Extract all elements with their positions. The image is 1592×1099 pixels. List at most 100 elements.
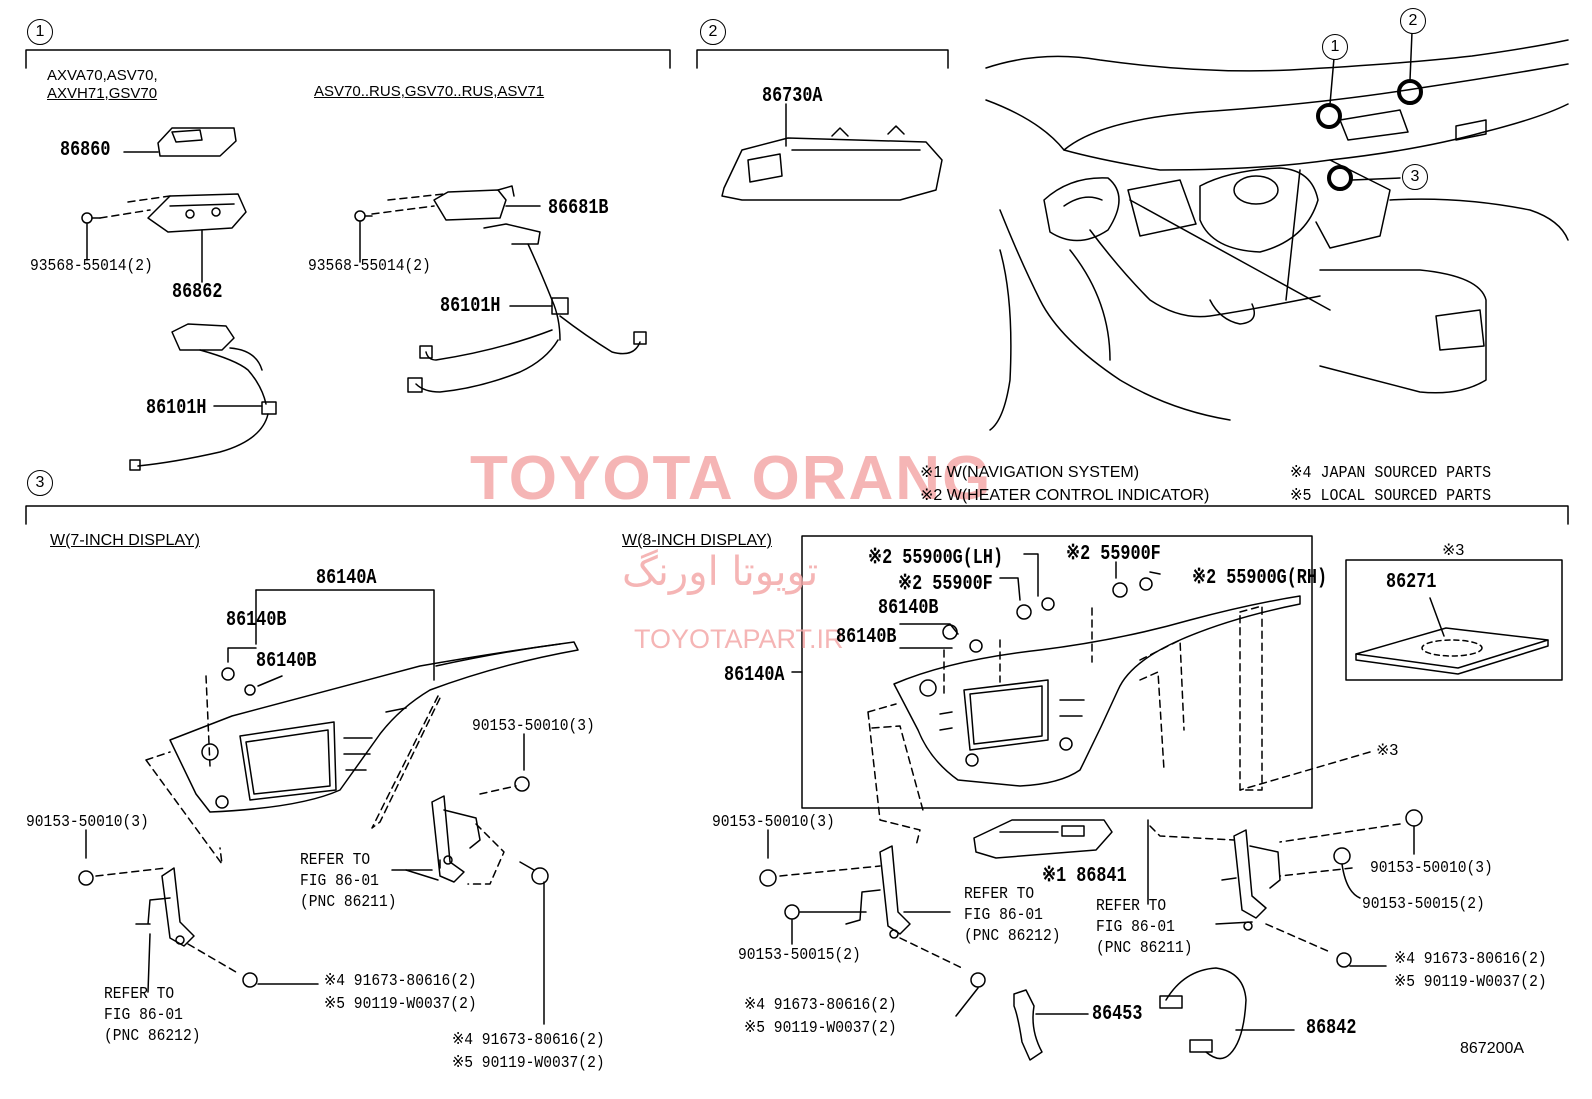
refer-fig-86212-7inch[interactable]: REFER TO FIG 86-01 (PNC 86212)	[104, 985, 201, 1046]
part-86860[interactable]: 86860	[60, 139, 111, 162]
clip-8c	[1016, 604, 1032, 620]
manual-86271-drawing-simplified	[1355, 597, 1549, 675]
part-90153-50010-7inch-left[interactable]: 90153-50010(3)	[26, 813, 149, 832]
part-86862[interactable]: 86862	[172, 281, 223, 304]
note-marker-3-mid: ※3	[1376, 742, 1399, 759]
section-marker-2: 2	[700, 19, 726, 45]
bolt-7inch-left-drawing-simplified	[78, 829, 94, 886]
part-86101h-left[interactable]: 86101H	[146, 397, 207, 420]
watermark-persian: تویوتا اورنگ	[622, 549, 819, 595]
part-91673-80616-7inch-bottom[interactable]: ※4 91673-80616(2)	[324, 972, 477, 991]
marker-ring-2	[1397, 79, 1423, 105]
bolt-8inch-left15-drawing-simplified	[784, 904, 867, 945]
display-panel-7inch-drawing-simplified	[169, 641, 579, 813]
part-91673-80616-8inch-left[interactable]: ※4 91673-80616(2)	[744, 996, 897, 1015]
part-90119-w0037-7inch-bottom[interactable]: ※5 90119-W0037(2)	[324, 995, 477, 1014]
overview-marker-2: 2	[1400, 8, 1426, 34]
part-86841[interactable]: ※1 86841	[1042, 865, 1127, 888]
part-55900g-lh[interactable]: ※2 55900G(LH)	[868, 547, 1004, 570]
part-90153-50010-7inch-right[interactable]: 90153-50010(3)	[472, 717, 595, 736]
part-91673-80616-7inch-right[interactable]: ※4 91673-80616(2)	[452, 1031, 605, 1050]
part-91673-80616-8inch-right[interactable]: ※4 91673-80616(2)	[1394, 950, 1547, 969]
bracket-86681b-drawing-simplified	[433, 185, 541, 221]
bracket-7inch-right-drawing-simplified	[431, 795, 481, 883]
part-86842[interactable]: 86842	[1306, 1017, 1357, 1040]
bolt-8inch-bottom-drawing-simplified	[955, 972, 986, 1017]
part-90153-50010-8inch-left[interactable]: 90153-50010(3)	[712, 813, 835, 832]
part-90153-50015-8inch-right[interactable]: 90153-50015(2)	[1362, 895, 1485, 914]
part-86140b-8inch-2[interactable]: 86140B	[836, 626, 897, 649]
clip-8d	[1041, 597, 1055, 611]
part-55900g-rh[interactable]: ※2 55900G(RH)	[1192, 567, 1328, 590]
bolt-8inch-right15-drawing-simplified	[1333, 847, 1361, 899]
figure-id: 867200A	[1460, 1040, 1525, 1057]
clip-b	[244, 684, 256, 696]
screw-right-drawing-simplified	[354, 210, 373, 263]
part-55900f-top[interactable]: ※2 55900F	[1066, 543, 1161, 566]
section-1-bracket	[25, 49, 671, 69]
part-90153-50010-8inch-right[interactable]: 90153-50010(3)	[1370, 859, 1493, 878]
clip-8e	[1112, 582, 1128, 598]
overview-marker-1: 1	[1322, 34, 1348, 60]
part-86453[interactable]: 86453	[1092, 1003, 1143, 1026]
refer-fig-86211-8inch[interactable]: REFER TO FIG 86-01 (PNC 86211)	[1096, 897, 1193, 958]
section-2-bracket	[696, 49, 949, 69]
display-panel-8inch-drawing-simplified	[893, 595, 1301, 787]
part-86140b-8inch-1[interactable]: 86140B	[878, 597, 939, 620]
refer-fig-86211-7inch[interactable]: REFER TO FIG 86-01 (PNC 86211)	[300, 851, 397, 912]
bolt-8inch-left-drawing-simplified	[759, 829, 777, 887]
part-86681b[interactable]: 86681B	[548, 197, 609, 220]
bolt-8inch-right-drawing-simplified	[1405, 809, 1423, 855]
bracket-86862-drawing-simplified	[147, 193, 247, 283]
header-7inch: W(7-INCH DISPLAY)	[50, 532, 200, 549]
bracket-86860-drawing-simplified	[123, 127, 237, 157]
bracket-8inch-right-drawing-simplified	[1221, 829, 1281, 931]
bracket-8inch-mid-drawing-simplified	[845, 845, 911, 939]
model-condition-right: ASV70..RUS,GSV70..RUS,ASV71	[314, 83, 545, 100]
refer-fig-86212-8inch[interactable]: REFER TO FIG 86-01 (PNC 86212)	[964, 885, 1061, 946]
overview-marker-3: 3	[1402, 164, 1428, 190]
header-8inch: W(8-INCH DISPLAY)	[622, 532, 772, 549]
model-condition-line1: AXVA70,ASV70,	[47, 67, 158, 84]
part-86730a[interactable]: 86730A	[762, 85, 823, 108]
part-90153-50015-8inch-left[interactable]: 90153-50015(2)	[738, 946, 861, 965]
part-86271[interactable]: 86271	[1386, 571, 1437, 594]
box-86271	[1345, 559, 1563, 681]
clip-a	[221, 667, 235, 681]
screw-drawing-simplified	[81, 212, 101, 261]
part-86730a-drawing-simplified	[721, 103, 943, 201]
part-90119-w0037-8inch-right[interactable]: ※5 90119-W0037(2)	[1394, 973, 1547, 992]
bolt-7inch-bottom-drawing-simplified	[242, 972, 319, 988]
watermark-site: TOYOTAPART.IR	[634, 624, 844, 654]
harness-86842-drawing-simplified	[1159, 967, 1295, 1060]
dashboard-overview-drawing-simplified	[985, 39, 1569, 431]
part-55900f-mid[interactable]: ※2 55900F	[898, 573, 993, 596]
part-93568-55014-right[interactable]: 93568-55014(2)	[308, 257, 431, 276]
part-86140b-7inch-1[interactable]: 86140B	[226, 609, 287, 632]
section-3-bracket	[25, 505, 1569, 525]
bolt-7inch-lower-right-drawing-simplified	[519, 861, 549, 1025]
section-marker-1: 1	[27, 19, 53, 45]
part-86140a-8inch[interactable]: 86140A	[724, 664, 785, 687]
harness-86453-drawing-simplified	[1013, 989, 1089, 1061]
model-condition-line2: AXVH71,GSV70	[47, 85, 158, 102]
part-86140a-7inch[interactable]: 86140A	[316, 567, 377, 590]
note-2: ※2 W(HEATER CONTROL INDICATOR)	[920, 487, 1210, 504]
clip-8b	[969, 639, 983, 653]
watermark-brand: TOYOTA ORANG	[470, 444, 993, 513]
bolt-7inch-right-drawing-simplified	[514, 733, 530, 792]
note-marker-3-top: ※3	[1442, 542, 1465, 559]
clip-8f	[1139, 577, 1153, 591]
bolt-8inch-rightlow-drawing-simplified	[1336, 952, 1387, 968]
part-86140b-7inch-2[interactable]: 86140B	[256, 650, 317, 673]
note-5: ※5 LOCAL SOURCED PARTS	[1290, 487, 1492, 506]
part-86101h-right[interactable]: 86101H	[440, 295, 501, 318]
marker-ring-1	[1316, 103, 1342, 129]
harness-86101h-right-drawing-simplified	[407, 223, 647, 393]
nav-unit-86841-drawing-simplified	[973, 819, 1113, 859]
harness-86101h-left-drawing-simplified	[129, 323, 277, 471]
part-90119-w0037-8inch-left[interactable]: ※5 90119-W0037(2)	[744, 1019, 897, 1038]
part-93568-55014-left[interactable]: 93568-55014(2)	[30, 257, 153, 276]
part-90119-w0037-7inch-right[interactable]: ※5 90119-W0037(2)	[452, 1054, 605, 1073]
